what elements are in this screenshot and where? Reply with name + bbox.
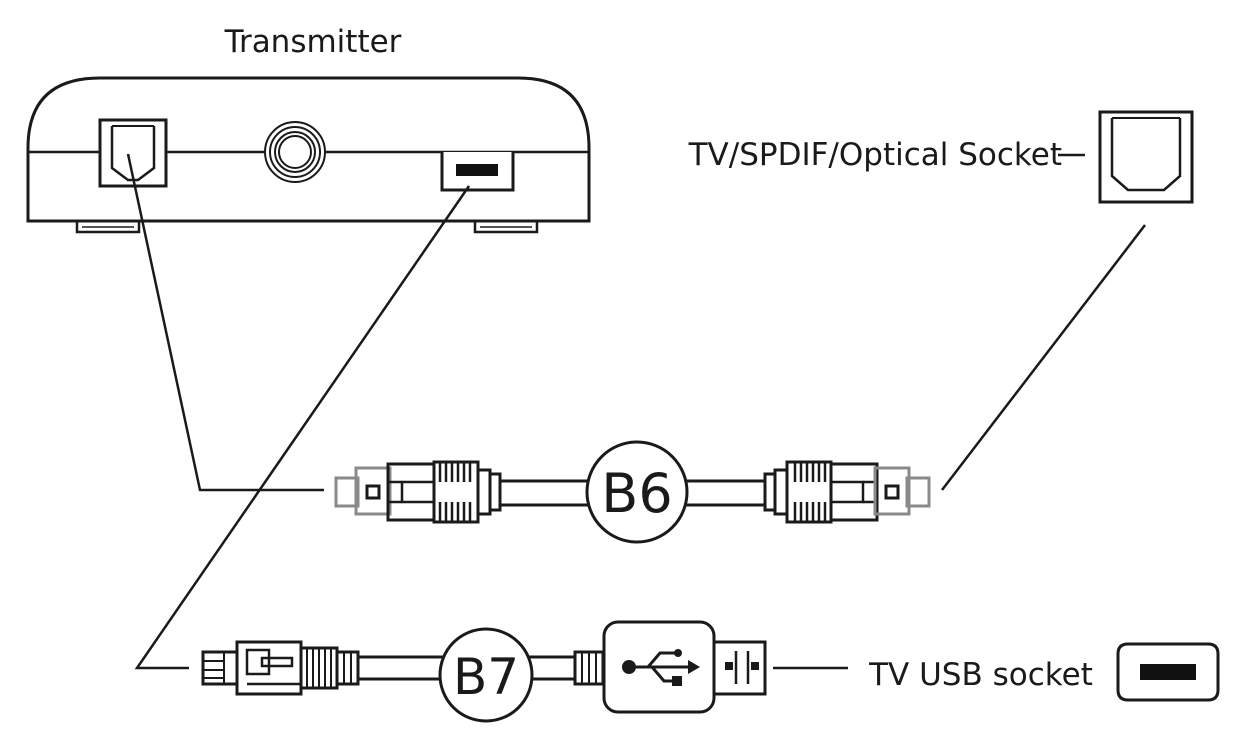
optical-cable-badge: B6 [585, 440, 689, 544]
usb-leader-line [134, 185, 471, 670]
optical-plug-left-icon [334, 460, 502, 524]
usb-cable-body [358, 655, 575, 681]
tv-optical-leader-line [941, 224, 1146, 491]
usb-plug-right-icon [573, 620, 767, 714]
tv-optical-socket-label: TV/SPDIF/Optical Socket [688, 137, 1062, 173]
usb-plug-left-icon [201, 640, 360, 696]
usb-symbol-icon [622, 649, 700, 686]
transmitter-foot-left [75, 219, 141, 234]
optical-plug-right-icon [763, 460, 931, 524]
tv-optical-socket-icon [1098, 110, 1194, 204]
optical-cable-b6: B6 [334, 440, 931, 544]
optical-cable-id: B6 [601, 462, 672, 525]
transmitter-foot-right [473, 219, 539, 234]
optical-leader-line [126, 153, 324, 492]
transmitter-label: Transmitter [224, 24, 402, 60]
optical-cable-body [500, 479, 765, 507]
tv-usb-socket: TV USB socket [868, 642, 1220, 702]
transmitter-housing [26, 76, 591, 223]
tv-usb-socket-label: TV USB socket [868, 657, 1093, 693]
tv-usb-socket-icon [1116, 642, 1220, 702]
transmitter-power-jack-icon [264, 121, 326, 183]
usb-cable-id: B7 [453, 648, 519, 706]
usb-cable-b7: B7 [201, 620, 767, 723]
leader-lines [126, 153, 1146, 670]
transmitter-usb-port-icon [440, 152, 515, 192]
usb-cable-badge: B7 [438, 627, 534, 723]
tv-optical-socket: TV/SPDIF/Optical Socket [688, 110, 1194, 204]
transmitter: Transmitter [26, 24, 591, 234]
